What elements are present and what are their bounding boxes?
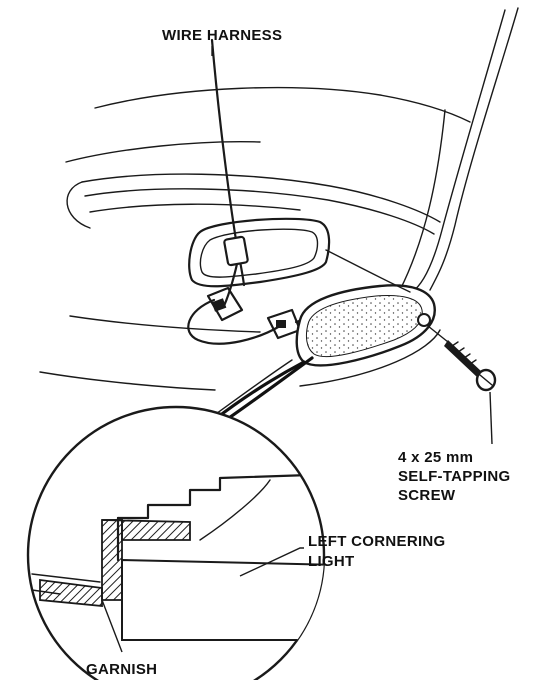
light-connector (266, 308, 302, 340)
bumper-stripe-3 (89, 203, 301, 213)
fender-seam (399, 109, 446, 291)
body-line-upper (94, 86, 471, 123)
bumper-stripe-2 (84, 188, 435, 235)
body-line-upper-2 (65, 141, 261, 163)
label-wire-harness: WIRE HARNESS (162, 27, 282, 44)
detail-circle (26, 405, 326, 680)
fender-edge-inner (411, 9, 506, 293)
bumper-opening (188, 217, 331, 288)
detail-light-curve (199, 479, 271, 541)
self-tapping-screw (427, 325, 497, 445)
detail-garnish-lip (101, 519, 191, 541)
lens-face (305, 295, 423, 358)
light-label-leader (239, 547, 304, 577)
detail-light-step (116, 472, 324, 520)
screw-guide-line (427, 325, 449, 343)
opening-outer (188, 217, 331, 288)
vehicle-body (39, 7, 519, 391)
label-garnish: GARNISH (86, 661, 157, 678)
opening-inner (199, 228, 319, 278)
install-guide-line (325, 249, 411, 293)
bumper-bottom-edge-right (299, 329, 441, 387)
detail-garnish-base (39, 578, 103, 607)
fender-edge-outer (429, 7, 519, 291)
screw-label-leader (489, 391, 493, 445)
detail-garnish-flange (101, 519, 123, 601)
label-screw-size: 4 x 25 mm (398, 449, 473, 466)
lens-screw-hole (417, 313, 431, 327)
label-screw-word: SCREW (398, 487, 456, 504)
label-screw-type: SELF-TAPPING (398, 468, 511, 485)
cornering-light-lens (295, 249, 436, 367)
labels: WIRE HARNESS 4 x 25 mm SELF-TAPPING SCRE… (86, 27, 511, 678)
detail-light-section (121, 558, 324, 641)
harness-connector-upper (223, 235, 249, 267)
garnish-label-leader (101, 599, 123, 653)
bumper-stripe-1 (81, 173, 441, 223)
label-light-line2: LIGHT (308, 553, 355, 570)
label-light-line1: LEFT CORNERING (308, 533, 446, 550)
bumper-bottom-edge (39, 371, 216, 391)
harness-connector-lower (206, 286, 244, 322)
screw-shank (444, 340, 482, 378)
bumper-lower-edge (69, 315, 261, 333)
harness-wire-main (210, 38, 246, 287)
harness-loop (187, 298, 282, 345)
bumper-nose (66, 181, 91, 229)
